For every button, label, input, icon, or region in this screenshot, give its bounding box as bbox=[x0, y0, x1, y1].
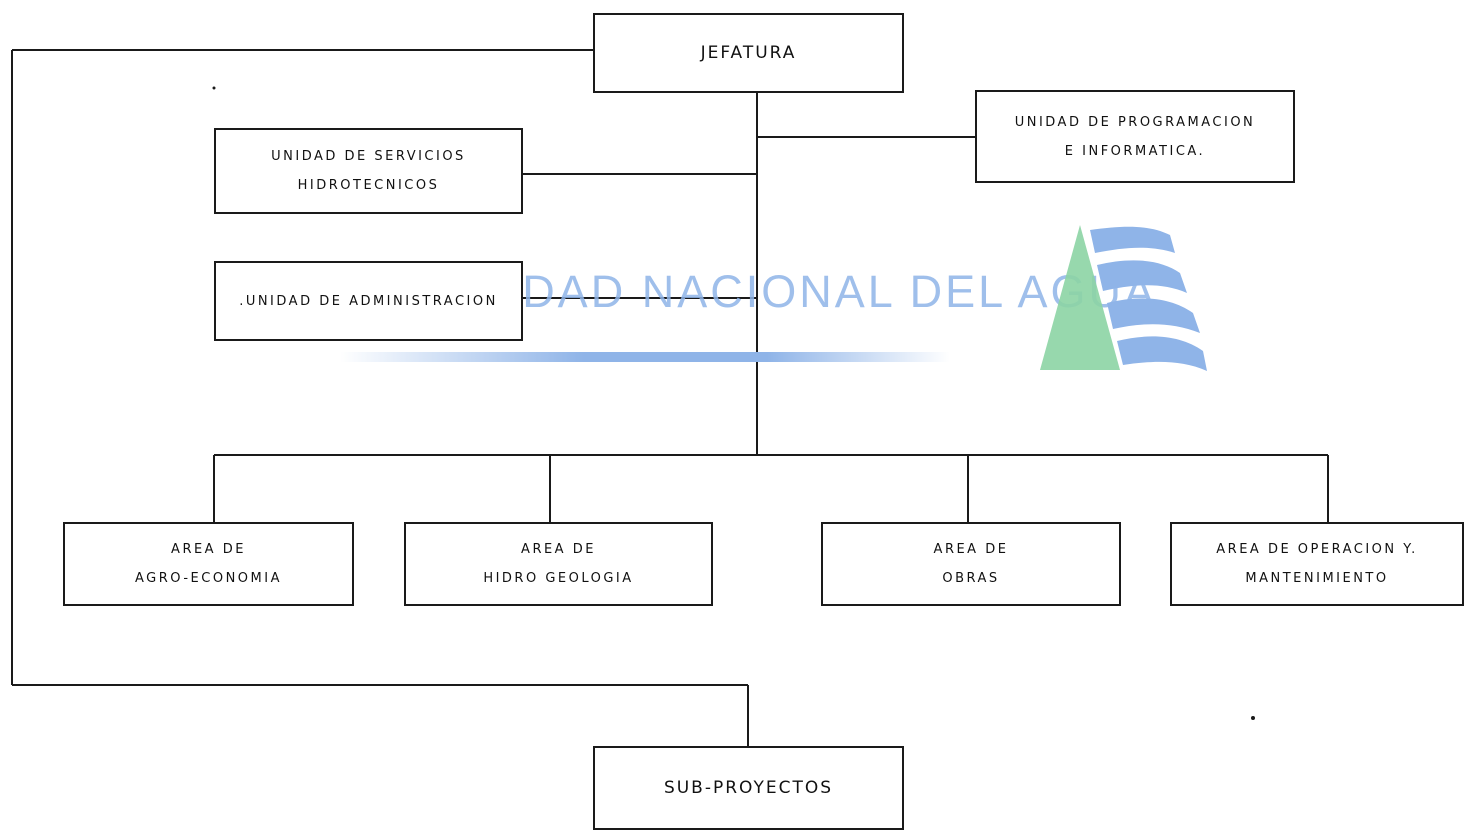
watermark-logo bbox=[1040, 225, 1207, 371]
watermark-underline bbox=[340, 352, 950, 362]
logo-wave bbox=[1117, 336, 1207, 371]
box-area-operacion-line2: MANTENIMIENTO bbox=[1245, 571, 1389, 586]
box-area-operacion-line1: AREA DE OPERACION Y. bbox=[1216, 542, 1418, 557]
box-unidad-administracion: .UNIDAD DE ADMINISTRACION bbox=[214, 261, 523, 341]
box-unidad-servicios-line2: HIDROTECNICOS bbox=[297, 178, 440, 193]
box-area-agro-line2: AGRO-ECONOMIA bbox=[135, 571, 282, 586]
box-area-hidro-line2: HIDRO GEOLOGIA bbox=[483, 571, 634, 586]
logo-wave bbox=[1090, 226, 1175, 253]
box-area-operacion-mantenimiento: AREA DE OPERACION Y. MANTENIMIENTO bbox=[1170, 522, 1464, 606]
box-jefatura: JEFATURA bbox=[593, 13, 904, 93]
box-unidad-programacion: UNIDAD DE PROGRAMACION E INFORMATICA. bbox=[975, 90, 1295, 183]
stray-mark bbox=[212, 86, 216, 90]
logo-wave bbox=[1107, 298, 1200, 333]
logo-triangle bbox=[1040, 225, 1120, 370]
box-sub-proyectos-label: SUB-PROYECTOS bbox=[663, 777, 834, 798]
box-area-obras: AREA DE OBRAS bbox=[821, 522, 1121, 606]
box-area-obras-line1: AREA DE bbox=[933, 542, 1009, 557]
box-unidad-servicios-line1: UNIDAD DE SERVICIOS bbox=[271, 149, 466, 164]
box-area-hidro-line1: AREA DE bbox=[521, 542, 596, 557]
box-unidad-servicios: UNIDAD DE SERVICIOS HIDROTECNICOS bbox=[214, 128, 523, 214]
box-unidad-programacion-line1: UNIDAD DE PROGRAMACION bbox=[1014, 114, 1256, 130]
box-area-agro-economia: AREA DE AGRO-ECONOMIA bbox=[63, 522, 354, 606]
box-area-hidrogeologia: AREA DE HIDRO GEOLOGIA bbox=[404, 522, 713, 606]
box-unidad-programacion-line2: E INFORMATICA. bbox=[1064, 143, 1206, 159]
logo-wave bbox=[1097, 260, 1187, 293]
box-sub-proyectos: SUB-PROYECTOS bbox=[593, 746, 904, 830]
box-jefatura-label: JEFATURA bbox=[700, 42, 797, 63]
box-unidad-administracion-label: .UNIDAD DE ADMINISTRACION bbox=[239, 293, 498, 309]
box-area-agro-line1: AREA DE bbox=[171, 542, 246, 557]
box-area-obras-line2: OBRAS bbox=[942, 571, 1000, 586]
stray-mark bbox=[1251, 716, 1255, 720]
